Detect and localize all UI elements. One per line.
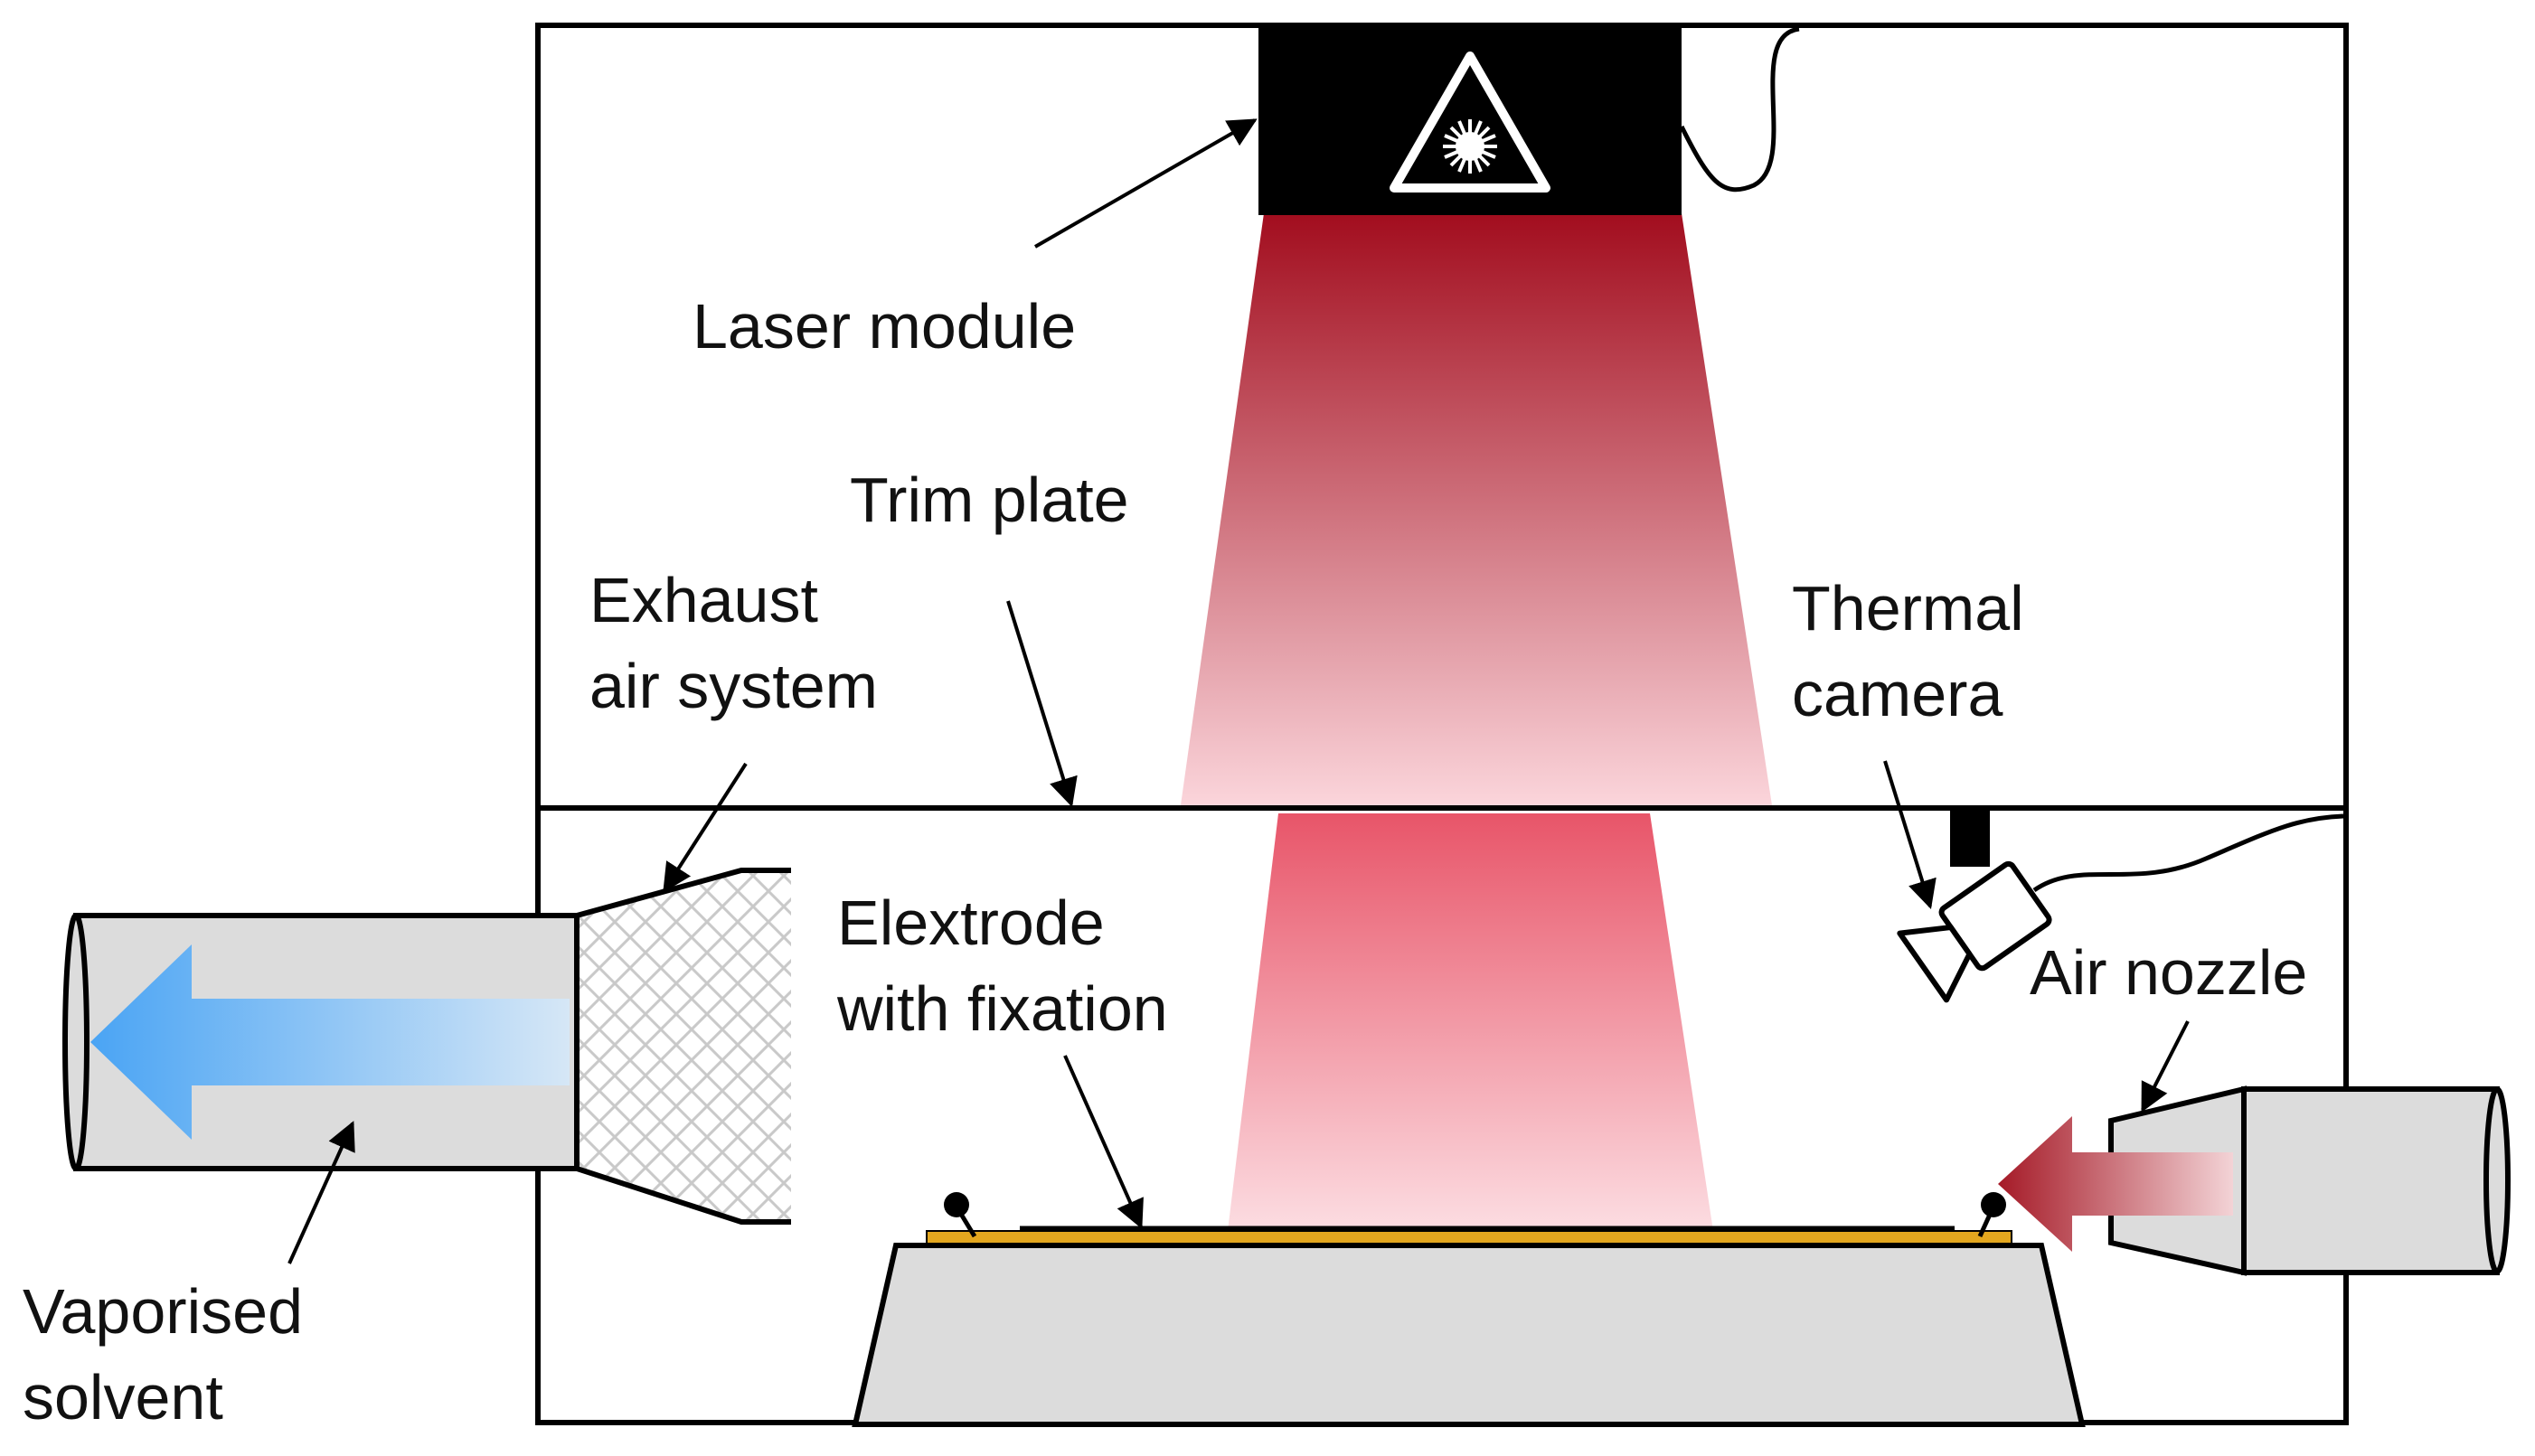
fixation-clip-left	[944, 1192, 969, 1217]
label-thermal-line2: camera	[1792, 659, 2003, 729]
label-exhaust-line2: air system	[589, 651, 878, 721]
electrode-layer	[926, 1230, 2012, 1245]
exhaust-air-system	[62, 868, 791, 1225]
arrow-electrode	[1063, 1055, 1144, 1229]
air-flow-arrow	[1998, 1116, 2233, 1252]
leader-lines	[287, 118, 2190, 1264]
label-vapor-line1: Vaporised	[23, 1276, 303, 1347]
arrow-vapor	[287, 1121, 355, 1264]
label-trim-plate: Trim plate	[850, 465, 1129, 535]
laser-beam-upper	[1181, 213, 1772, 805]
table-body	[852, 1243, 2086, 1427]
arrow-thermal-camera	[1883, 760, 1937, 910]
label-exhaust-line1: Exhaust	[589, 565, 818, 635]
arrow-exhaust	[663, 762, 748, 893]
nozzle-opening	[2483, 1086, 2511, 1274]
exhaust-duct-opening	[62, 913, 90, 1171]
laser-beam-lower	[1228, 813, 1713, 1231]
arrow-trim-plate	[1006, 600, 1078, 808]
arrow-air-nozzle	[2141, 1020, 2190, 1113]
laser-cable	[1679, 26, 1800, 193]
work-table	[852, 1192, 2086, 1427]
label-electrode-line1: Elextrode	[837, 888, 1105, 958]
text-labels: Laser module Trim plate Exhaust air syst…	[23, 291, 2307, 1433]
camera-icon	[1897, 811, 2344, 1003]
camera-cable	[2032, 813, 2344, 893]
laser-module	[1258, 25, 1682, 215]
arrow-laser-module	[1034, 118, 1258, 249]
exhaust-flow-arrow	[90, 944, 570, 1140]
label-electrode-line2: with fixation	[836, 973, 1168, 1044]
camera-mount	[1950, 811, 1990, 867]
label-air-nozzle: Air nozzle	[2030, 937, 2307, 1008]
exhaust-hood-outline	[574, 868, 791, 1225]
fixation-clip-right	[1981, 1192, 2006, 1217]
label-thermal-line1: Thermal	[1792, 573, 2024, 643]
exhaust-hood-mesh	[577, 872, 791, 1220]
laser-warning-icon	[1390, 52, 1550, 193]
air-nozzle	[1998, 1085, 2511, 1276]
label-laser-module: Laser module	[693, 291, 1076, 362]
label-vapor-line2: solvent	[23, 1362, 223, 1433]
nozzle-body	[2241, 1086, 2500, 1275]
